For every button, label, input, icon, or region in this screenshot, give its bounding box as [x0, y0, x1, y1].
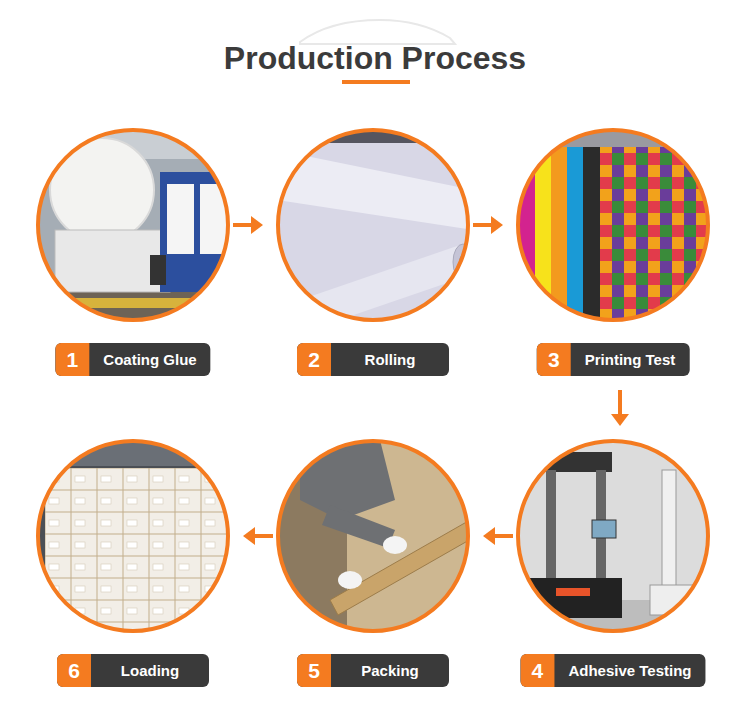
flow-arrow: [243, 527, 273, 545]
flow-arrow: [483, 527, 513, 545]
process-step: 3Printing Test: [515, 127, 711, 376]
printing-photo: [517, 129, 713, 325]
step-name: Packing: [331, 654, 449, 687]
process-step: 5Packing: [275, 438, 471, 687]
flow-arrow: [611, 390, 629, 426]
flow-arrow: [233, 216, 263, 234]
arrow-head: [483, 527, 495, 545]
step-label: 6Loading: [57, 654, 209, 687]
arrow-head: [611, 414, 629, 426]
coating-photo: [37, 129, 235, 328]
step-label: 4Adhesive Testing: [520, 654, 705, 687]
process-step: 6Loading: [35, 438, 231, 687]
step-number: 3: [537, 343, 571, 376]
step-number: 6: [57, 654, 91, 687]
arrow-head: [251, 216, 263, 234]
arrow-shaft: [233, 223, 253, 227]
loading-photo: [37, 440, 233, 636]
process-step: 4Adhesive Testing: [515, 438, 711, 687]
step-name: Adhesive Testing: [554, 654, 705, 687]
packing-photo: [277, 440, 478, 636]
arrow-head: [243, 527, 255, 545]
arrow-shaft: [493, 534, 513, 538]
step-label: 3Printing Test: [537, 343, 690, 376]
step-label: 5Packing: [297, 654, 449, 687]
process-step: 1Coating Glue: [35, 127, 231, 376]
step-number: 2: [297, 343, 331, 376]
step-number: 1: [55, 343, 89, 376]
step-name: Loading: [91, 654, 209, 687]
rolling-photo: [277, 129, 473, 330]
step-name: Rolling: [331, 343, 449, 376]
arrow-shaft: [473, 223, 493, 227]
title-underline: [342, 80, 410, 84]
arrow-shaft: [618, 390, 622, 416]
step-number: 4: [520, 654, 554, 687]
step-name: Coating Glue: [89, 343, 210, 376]
process-step: 2Rolling: [275, 127, 471, 376]
flow-arrow: [473, 216, 503, 234]
step-label: 2Rolling: [297, 343, 449, 376]
arrow-head: [491, 216, 503, 234]
step-label: 1Coating Glue: [55, 343, 210, 376]
step-number: 5: [297, 654, 331, 687]
testing-photo: [517, 440, 713, 640]
page-title: Production Process: [0, 40, 750, 77]
step-name: Printing Test: [571, 343, 690, 376]
photo-ring: [38, 130, 708, 631]
arrow-shaft: [253, 534, 273, 538]
